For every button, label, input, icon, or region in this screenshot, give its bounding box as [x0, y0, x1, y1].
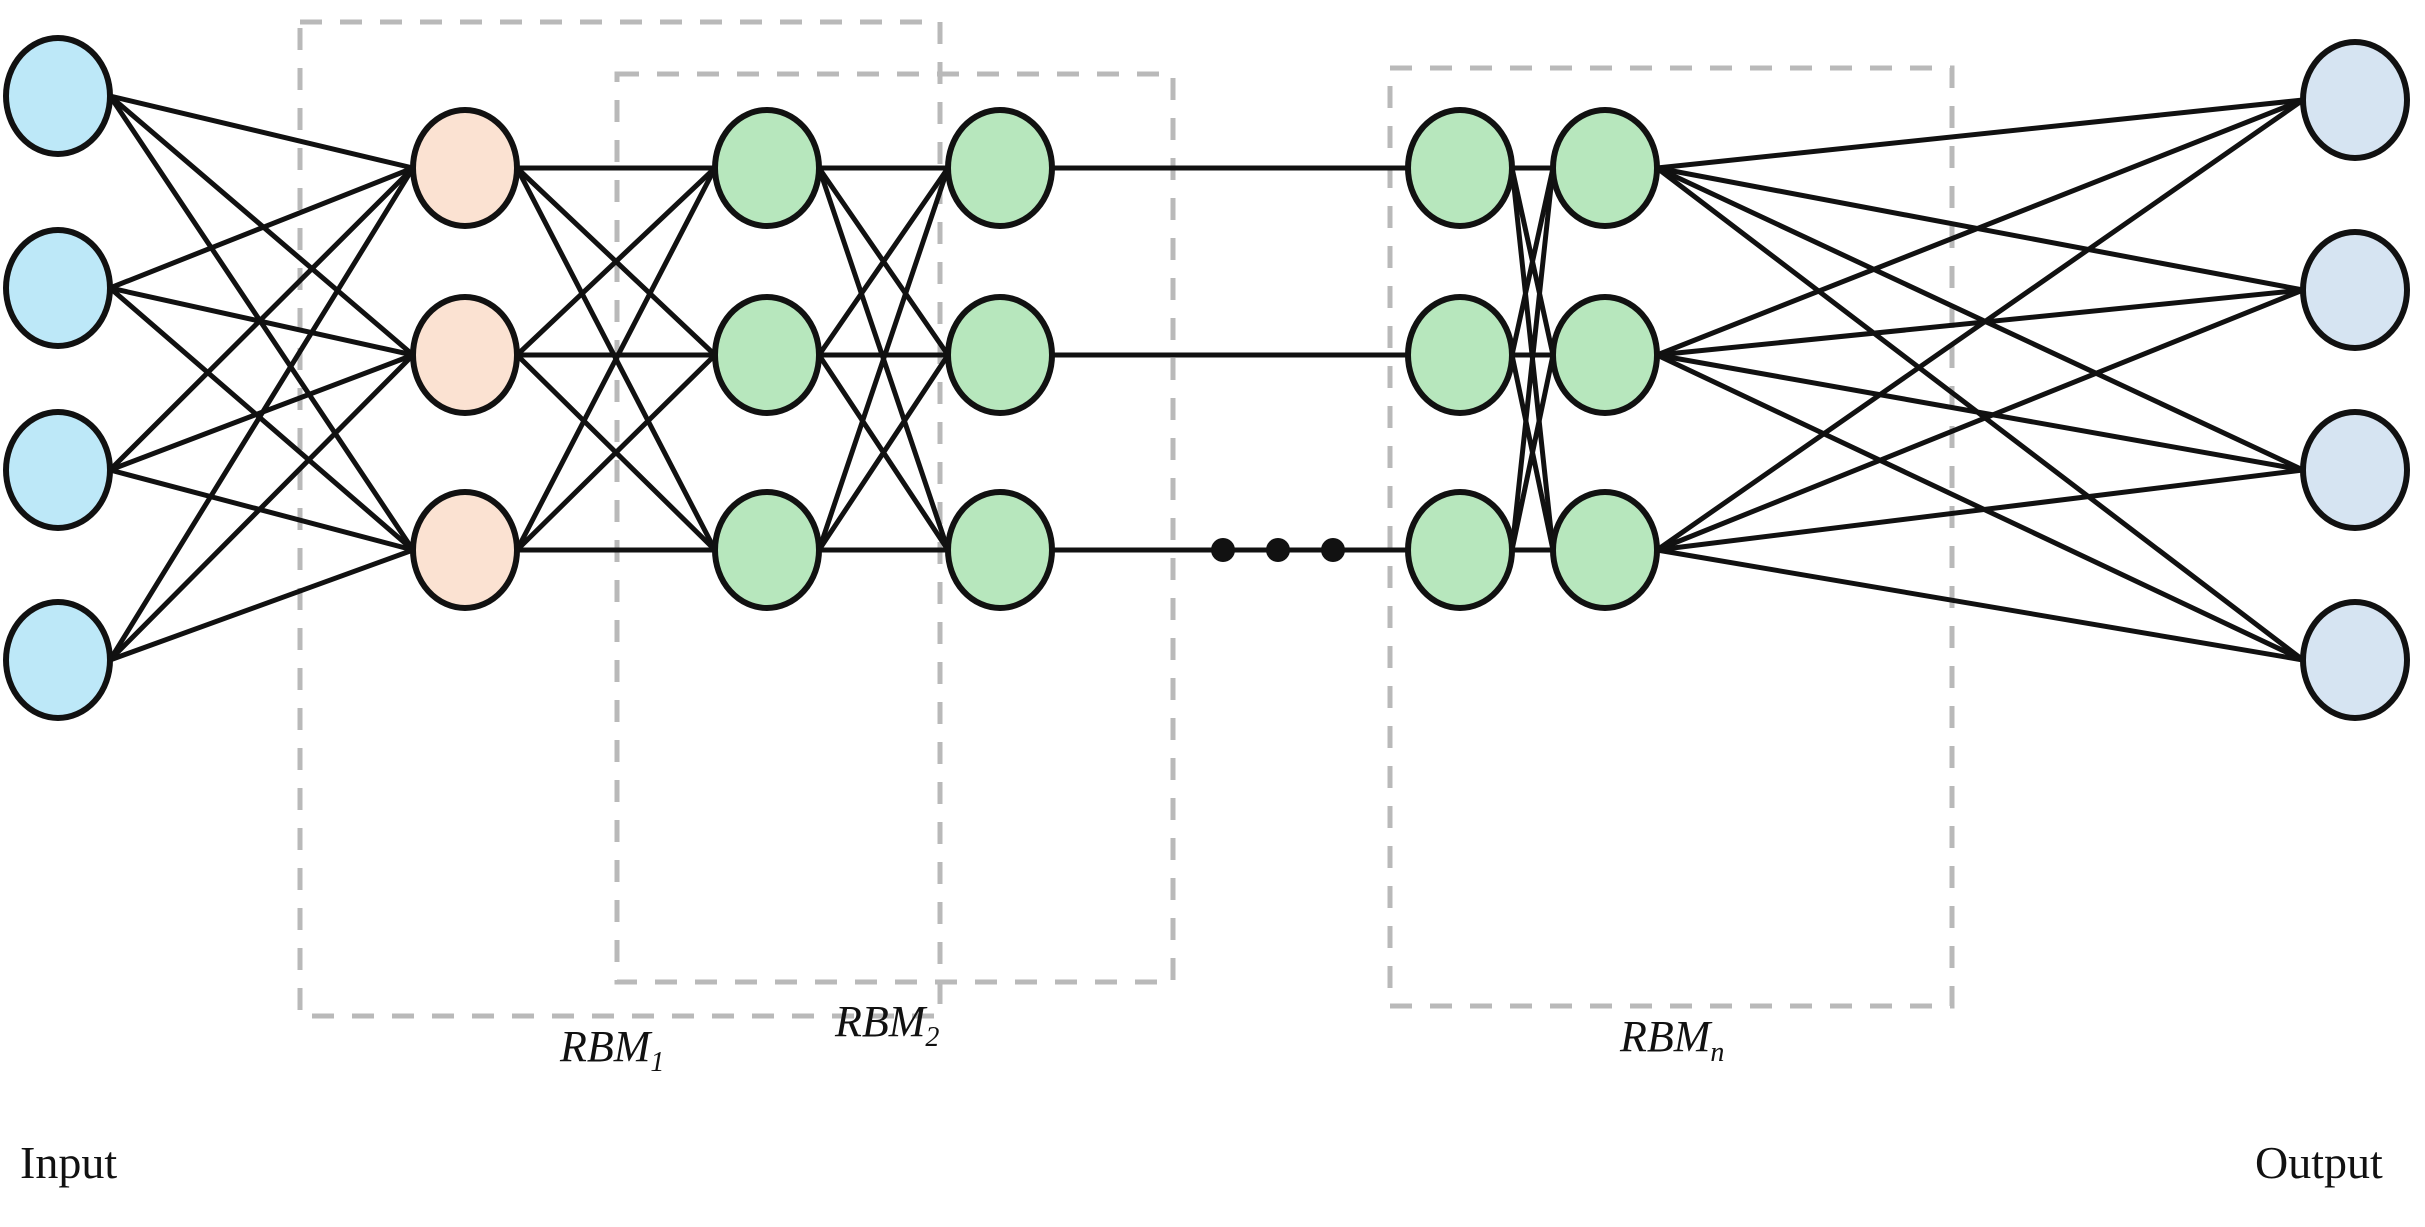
edge-hidden-2-hidden-3: [816, 352, 951, 553]
edge-hidden-n-hidden-output: [1654, 165, 2306, 473]
edge-hidden-n-hidden-output: [1654, 352, 2306, 473]
edge-input-hidden-1: [107, 547, 416, 663]
edge-hidden-1-hidden-2: [514, 165, 718, 553]
node-hidden-2-1: [712, 107, 822, 229]
node-output-3: [2300, 409, 2410, 531]
rbmn-label: RBMn: [1620, 1015, 1724, 1067]
edge-hidden-n-hidden-output: [1654, 97, 2306, 358]
node-output-1: [2300, 39, 2410, 161]
rbm-group-box-rbmn: [1387, 65, 1955, 1009]
node-output-4: [2300, 599, 2410, 721]
rbmn-label-text: RBM: [1620, 1012, 1711, 1061]
edge-hidden-1-hidden-2: [514, 352, 718, 553]
node-hidden-n-visible-1: [1405, 107, 1515, 229]
node-hidden-n-hidden-1: [1550, 107, 1660, 229]
ellipsis-dot-3: [1321, 538, 1345, 562]
ellipsis-group: [1211, 538, 1345, 562]
rbmn-label-subscript: n: [1710, 1036, 1725, 1068]
rbm2-label-text: RBM: [835, 997, 926, 1046]
edge-input-hidden-1: [107, 285, 416, 553]
edge-input-hidden-1: [107, 352, 416, 663]
node-hidden-n-hidden-2: [1550, 294, 1660, 416]
rbm2-label-subscript: 2: [925, 1021, 940, 1053]
rbm-group-box-rbm1: [297, 19, 943, 1019]
node-hidden-2-3: [712, 489, 822, 611]
node-hidden-n-visible-3: [1405, 489, 1515, 611]
rbm1-label-subscript: 1: [650, 1046, 665, 1078]
rbm1-label: RBM1: [560, 1025, 664, 1077]
edge-hidden-n-hidden-output: [1654, 97, 2306, 553]
edge-hidden-n-hidden-output: [1654, 97, 2306, 171]
edge-hidden-n-visible-hidden-n-hidden: [1509, 165, 1556, 553]
edge-hidden-1-hidden-2: [514, 165, 718, 358]
node-hidden-3-1: [945, 107, 1055, 229]
edge-hidden-n-hidden-output: [1654, 467, 2306, 553]
node-hidden-2-2: [712, 294, 822, 416]
rbm1-label-text: RBM: [560, 1022, 651, 1071]
ellipsis-dot-2: [1266, 538, 1290, 562]
edge-hidden-2-hidden-3: [816, 165, 951, 358]
input-label: Input: [20, 1137, 118, 1188]
edge-hidden-n-visible-hidden-n-hidden: [1509, 352, 1556, 553]
edge-hidden-n-visible-hidden-n-hidden: [1509, 165, 1556, 358]
node-input-1: [3, 35, 113, 157]
node-hidden-1-1: [410, 107, 520, 229]
rbm-group-box-rbm2: [614, 71, 1176, 985]
node-input-4: [3, 599, 113, 721]
edge-input-hidden-1: [107, 165, 416, 291]
edge-hidden-n-hidden-output: [1654, 287, 2306, 553]
output-label: Output: [2255, 1137, 2383, 1188]
node-input-2: [3, 227, 113, 349]
node-hidden-3-2: [945, 294, 1055, 416]
node-input-3: [3, 409, 113, 531]
node-hidden-3-3: [945, 489, 1055, 611]
edge-input-hidden-1: [107, 93, 416, 171]
edge-input-hidden-1: [107, 165, 416, 473]
ellipsis-dot-1: [1211, 538, 1235, 562]
edge-hidden-n-hidden-output: [1654, 547, 2306, 663]
edges-group: [107, 93, 2306, 663]
edge-input-hidden-1: [107, 165, 416, 663]
node-hidden-n-visible-2: [1405, 294, 1515, 416]
edge-hidden-2-hidden-3: [816, 165, 951, 553]
node-output-2: [2300, 229, 2410, 351]
rbm2-label: RBM2: [835, 1000, 939, 1052]
nodes-group: [3, 35, 2410, 721]
node-hidden-n-hidden-3: [1550, 489, 1660, 611]
node-hidden-1-3: [410, 489, 520, 611]
node-hidden-1-2: [410, 294, 520, 416]
